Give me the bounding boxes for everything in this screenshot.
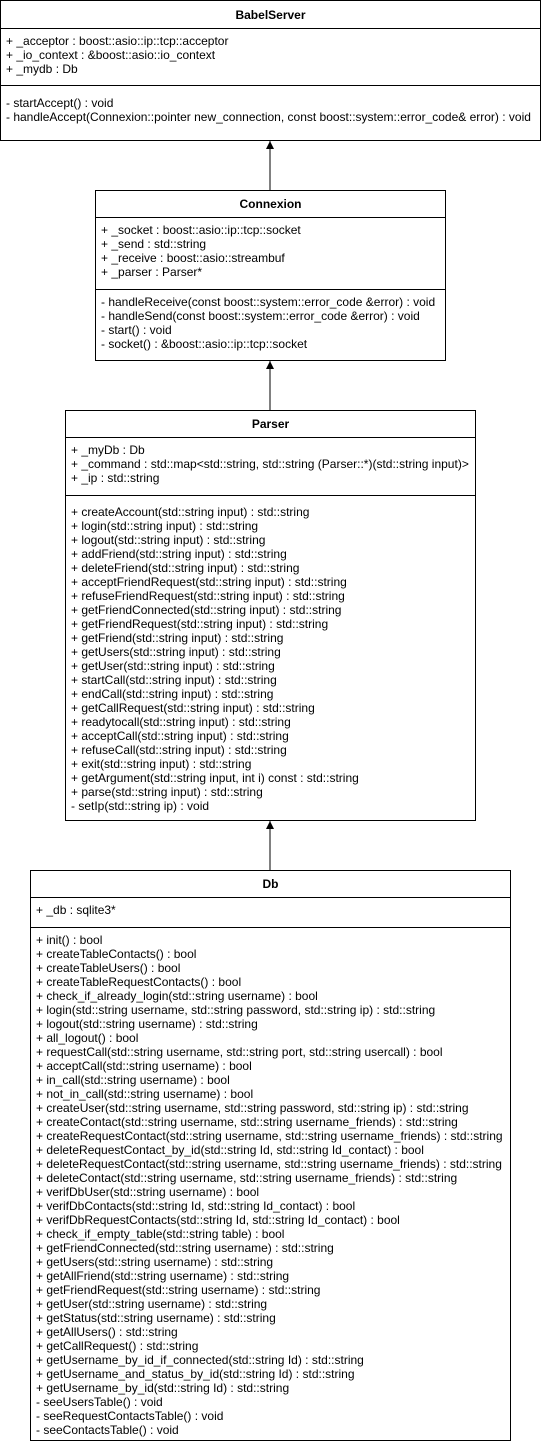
method-row: + getStatus(std::string username) : std:… (36, 1311, 276, 1325)
method-row: + deleteRequestContact_by_id(std::string… (36, 1143, 424, 1157)
method-row: - setIp(std::string ip) : void (71, 799, 210, 813)
attribute-row: + _parser : Parser* (101, 265, 203, 279)
methods-compartment: + createAccount(std::string input) : std… (66, 495, 475, 813)
class-babelserver[interactable]: BabelServer + _acceptor : boost::asio::i… (0, 0, 541, 141)
method-row: - handleSend(const boost::system::error_… (101, 309, 420, 323)
method-row: + createTableUsers() : bool (36, 961, 181, 975)
method-row: + getUsername_and_status_by_id(std::stri… (36, 1367, 355, 1381)
method-row: + startCall(std::string input) : std::st… (71, 673, 277, 687)
method-row: + getUser(std::string input) : std::stri… (71, 659, 275, 673)
method-row: + getFriendRequest(std::string username)… (36, 1283, 321, 1297)
method-row: + login(std::string username, std::strin… (36, 1003, 436, 1017)
method-row: + all_logout() : bool (36, 1031, 139, 1045)
methods-compartment: - startAccept() : void- handleAccept(Con… (1, 85, 540, 124)
method-row: - seeUsersTable() : void (36, 1395, 163, 1409)
method-row: + createTableRequestContacts() : bool (36, 975, 242, 989)
method-row: - seeContactsTable() : void (36, 1423, 179, 1437)
attribute-row: + _acceptor : boost::asio::ip::tcp::acce… (6, 34, 229, 48)
method-row: - start() : void (101, 323, 172, 337)
method-row: + logout(std::string input) : std::strin… (71, 533, 266, 547)
class-name: Parser (66, 411, 475, 438)
method-row: + getFriendConnected(std::string input) … (71, 603, 342, 617)
method-row: + check_if_already_login(std::string use… (36, 989, 318, 1003)
method-row: + getUsername_by_id(std::string Id) : st… (36, 1381, 290, 1395)
class-name: Db (31, 871, 510, 898)
attribute-row: + _io_context : &boost::asio::io_context (6, 48, 216, 62)
method-row: + requestCall(std::string username, std:… (36, 1045, 443, 1059)
method-row: - socket() : &boost::asio::ip::tcp::sock… (101, 337, 308, 351)
class-name: Connexion (96, 191, 445, 218)
method-row: + getFriend(std::string input) : std::st… (71, 631, 284, 645)
method-row: + getFriendConnected(std::string usernam… (36, 1241, 334, 1255)
method-row: - seeRequestContactsTable() : void (36, 1409, 224, 1423)
attribute-row: + _mydb : Db (6, 62, 78, 76)
attribute-row: + _command : std::map<std::string, std::… (71, 457, 469, 471)
method-row: + check_if_empty_table(std::string table… (36, 1227, 285, 1241)
method-row: + getUsers(std::string username) : std::… (36, 1255, 274, 1269)
method-row: + getAllUsers() : std::string (36, 1325, 178, 1339)
method-row: + addFriend(std::string input) : std::st… (71, 547, 287, 561)
method-row: + endCall(std::string input) : std::stri… (71, 687, 274, 701)
method-row: + exit(std::string input) : std::string (71, 757, 252, 771)
arrowhead-connexion (266, 361, 274, 369)
method-row: - startAccept() : void (6, 96, 114, 110)
method-row: + acceptFriendRequest(std::string input)… (71, 575, 347, 589)
arrowhead-babelserver (266, 141, 274, 149)
method-row: + in_call(std::string username) : bool (36, 1073, 230, 1087)
method-row: + verifDbUser(std::string username) : bo… (36, 1185, 260, 1199)
attribute-row: + _db : sqlite3* (36, 903, 116, 917)
class-name: BabelServer (1, 1, 540, 29)
attribute-row: + _receive : boost::asio::streambuf (101, 251, 285, 265)
method-row: - handleReceive(const boost::system::err… (101, 295, 436, 309)
attribute-row: + _socket : boost::asio::ip::tcp::socket (101, 223, 301, 237)
arrowhead-parser (266, 821, 274, 829)
attribute-row: + _myDb : Db (71, 443, 145, 457)
method-row: + acceptCall(std::string username) : boo… (36, 1059, 252, 1073)
method-row: + deleteRequestContact(std::string usern… (36, 1157, 502, 1171)
method-row: + init() : bool (36, 933, 103, 947)
method-row: + getArgument(std::string input, int i) … (71, 771, 359, 785)
attribute-row: + _ip : std::string (71, 471, 160, 485)
attribute-row: + _send : std::string (101, 237, 207, 251)
method-row: + getUsername_by_id_if_connected(std::st… (36, 1353, 364, 1367)
method-row: + getUsers(std::string input) : std::str… (71, 645, 281, 659)
method-row: + deleteContact(std::string username, st… (36, 1171, 458, 1185)
method-row: + not_in_call(std::string username) : bo… (36, 1087, 254, 1101)
method-row: + refuseCall(std::string input) : std::s… (71, 743, 287, 757)
method-row: + createUser(std::string username, std::… (36, 1101, 469, 1115)
attributes-compartment: + _acceptor : boost::asio::ip::tcp::acce… (1, 29, 540, 85)
method-row: + createContact(std::string username, st… (36, 1115, 458, 1129)
method-row: + createTableContacts() : bool (36, 947, 197, 961)
method-row: + login(std::string input) : std::string (71, 519, 259, 533)
attributes-compartment: + _db : sqlite3* (31, 898, 510, 927)
attributes-compartment: + _socket : boost::asio::ip::tcp::socket… (96, 218, 445, 289)
attributes-compartment: + _myDb : Db+ _command : std::map<std::s… (66, 438, 475, 495)
method-row: + getFriendRequest(std::string input) : … (71, 617, 329, 631)
method-row: + createRequestContact(std::string usern… (36, 1129, 503, 1143)
method-row: + readytocall(std::string input) : std::… (71, 715, 291, 729)
method-row: + verifDbContacts(std::string Id, std::s… (36, 1199, 356, 1213)
method-row: + getUser(std::string username) : std::s… (36, 1297, 268, 1311)
method-row: + getCallRequest() : std::string (36, 1339, 199, 1353)
class-parser[interactable]: Parser + _myDb : Db+ _command : std::map… (65, 410, 476, 821)
method-row: + createAccount(std::string input) : std… (71, 505, 310, 519)
method-row: + logout(std::string username) : std::st… (36, 1017, 258, 1031)
method-row: + deleteFriend(std::string input) : std:… (71, 561, 300, 575)
class-db[interactable]: Db + _db : sqlite3* + init() : bool+ cre… (30, 870, 511, 1441)
method-row: + verifDbRequestContacts(std::string Id,… (36, 1213, 400, 1227)
method-row: + acceptCall(std::string input) : std::s… (71, 729, 289, 743)
methods-compartment: - handleReceive(const boost::system::err… (96, 289, 445, 351)
method-row: + parse(std::string input) : std::string (71, 785, 263, 799)
class-connexion[interactable]: Connexion + _socket : boost::asio::ip::t… (95, 190, 446, 361)
method-row: + getCallRequest(std::string input) : st… (71, 701, 315, 715)
methods-compartment: + init() : bool+ createTableContacts() :… (31, 927, 510, 1437)
method-row: - handleAccept(Connexion::pointer new_co… (6, 110, 531, 124)
method-row: + refuseFriendRequest(std::string input)… (71, 589, 345, 603)
method-row: + getAllFriend(std::string username) : s… (36, 1269, 290, 1283)
